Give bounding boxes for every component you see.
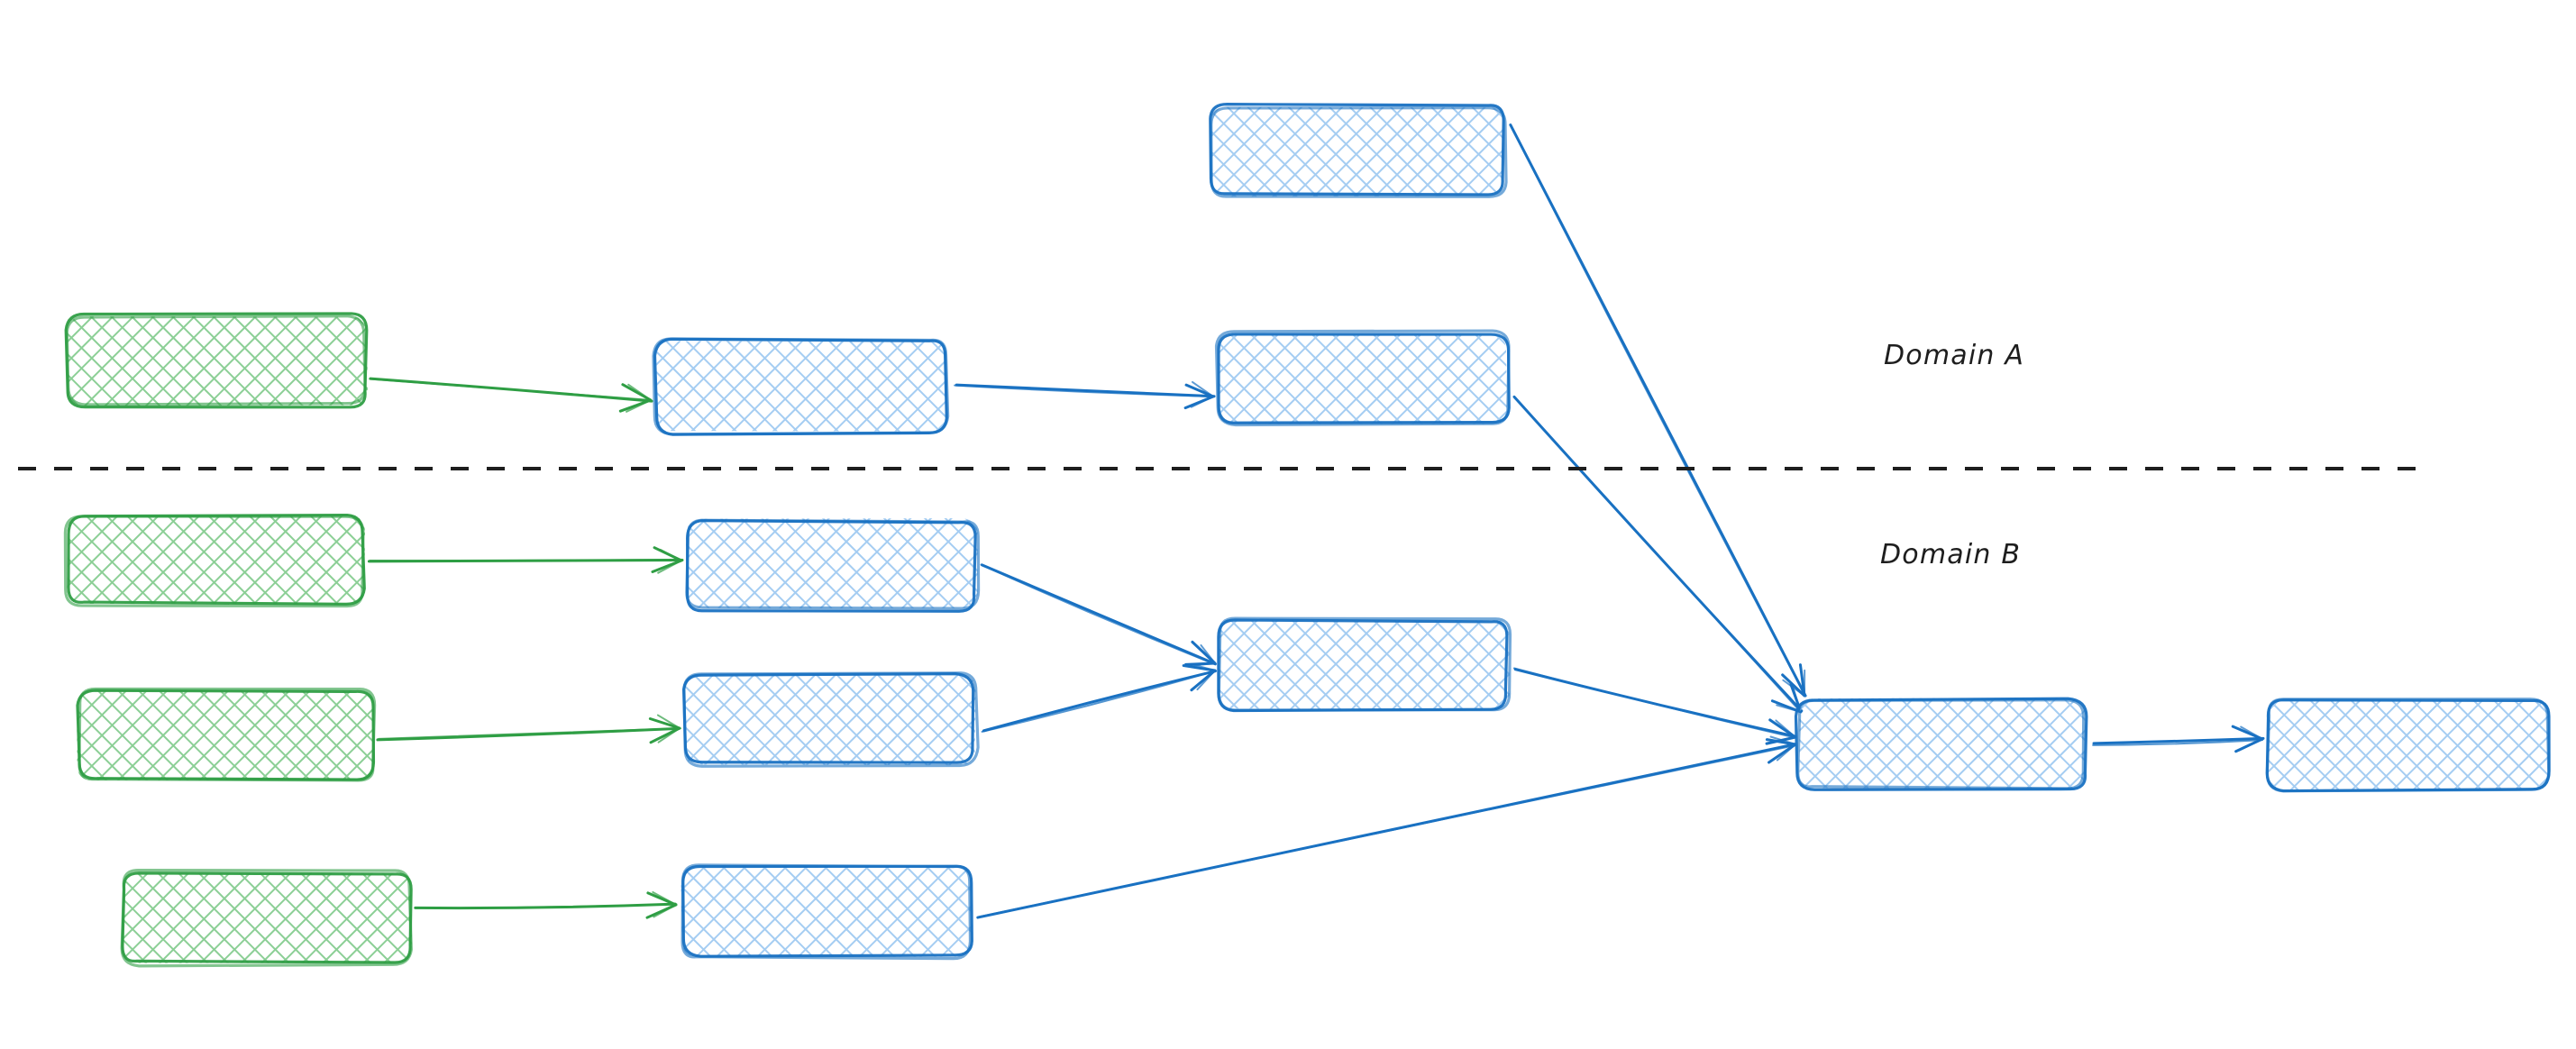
node-fill [121, 872, 413, 963]
node-a-right-blue[interactable] [1214, 329, 1511, 427]
edge-e-bmid-to-hub[interactable] [1512, 667, 1797, 745]
label-domain-a: Domain A [1884, 340, 2024, 371]
edge-shaft [2092, 736, 2265, 745]
node-outline [2265, 698, 2551, 793]
node-fill [1218, 334, 1507, 424]
edge-shaft [982, 670, 1217, 733]
node-b-final-blue[interactable] [2265, 698, 2551, 793]
node-fill [683, 674, 976, 766]
node-b-green-1[interactable] [63, 513, 366, 608]
edge-shaft [980, 563, 1216, 666]
edges-layer [367, 123, 2265, 919]
node-fill [77, 690, 375, 780]
edge-arrowhead [652, 890, 677, 918]
edge-e-aright-to-hub[interactable] [1512, 395, 1804, 714]
node-outline [685, 518, 981, 610]
edge-arrowhead [656, 714, 681, 743]
node-b-blue-3[interactable] [681, 863, 973, 961]
node-outline [64, 312, 369, 409]
edge-e-amid-to-aright[interactable] [954, 380, 1216, 410]
node-b-blue-1[interactable] [685, 517, 981, 613]
edge-arrowhead [657, 548, 682, 574]
node-b-green-3[interactable] [120, 869, 413, 968]
edge-shaft [1509, 123, 1806, 696]
edge-arrowhead [1190, 380, 1214, 408]
edge-shaft [369, 378, 652, 401]
node-b-green-2[interactable] [76, 687, 377, 782]
edge-shaft [1512, 667, 1796, 739]
node-outline [652, 337, 950, 436]
node-fill [686, 517, 978, 608]
node-outline [1214, 329, 1511, 427]
edge-shaft [2092, 739, 2264, 746]
node-outline [1217, 616, 1512, 712]
node-outline [78, 687, 377, 782]
node-a-green-1[interactable] [64, 312, 369, 409]
edge-e-bblue2-to-bmid[interactable] [981, 662, 1218, 733]
edge-e-atop-to-hub[interactable] [1509, 123, 1807, 698]
edge-e-bgreen3-to-bblue3[interactable] [414, 890, 678, 919]
edge-arrowhead [1190, 662, 1216, 691]
node-fill [2267, 699, 2551, 790]
edge-arrowhead [1189, 643, 1216, 667]
edge-shaft [954, 384, 1215, 397]
node-a-top-blue[interactable] [1209, 103, 1508, 198]
edge-shaft [369, 558, 683, 562]
nodes-layer [63, 103, 2551, 968]
node-fill [1217, 619, 1511, 710]
edge-shaft [981, 670, 1218, 733]
node-b-hub-blue[interactable] [1794, 697, 2088, 791]
edge-arrowhead [626, 383, 652, 413]
node-outline [682, 671, 980, 768]
node-fill [68, 315, 369, 406]
node-fill [1799, 698, 2086, 789]
edge-shaft [1512, 395, 1801, 713]
node-outline [120, 869, 413, 968]
node-outline [65, 315, 367, 406]
node-outline [63, 515, 365, 608]
edge-e-bblue1-to-bmid[interactable] [980, 563, 1217, 667]
node-fill [1210, 106, 1504, 197]
edge-e-bgreen1-to-bblue1[interactable] [367, 546, 684, 574]
node-outline [1796, 698, 2086, 790]
node-fill [655, 341, 946, 432]
label-domain-b: Domain B [1880, 539, 2021, 570]
node-b-blue-2[interactable] [682, 671, 980, 768]
node-a-mid-blue[interactable] [652, 337, 950, 436]
labels-layer: Domain A Domain B [1880, 340, 2024, 570]
node-b-mid-blue[interactable] [1217, 616, 1512, 713]
edge-shaft [415, 903, 678, 909]
node-outline [681, 863, 973, 961]
node-outline [1210, 106, 1508, 198]
edge-shaft [378, 727, 681, 740]
edge-shaft [979, 743, 1797, 918]
edge-e-bblue3-to-hub[interactable] [976, 735, 1797, 919]
edge-arrowhead [2238, 725, 2263, 752]
node-fill [67, 515, 365, 605]
node-fill [681, 866, 973, 958]
edge-e-green1-to-amid[interactable] [369, 377, 653, 413]
edge-e-bgreen2-to-bblue2[interactable] [376, 714, 681, 744]
edge-e-hub-to-final[interactable] [2092, 725, 2265, 753]
